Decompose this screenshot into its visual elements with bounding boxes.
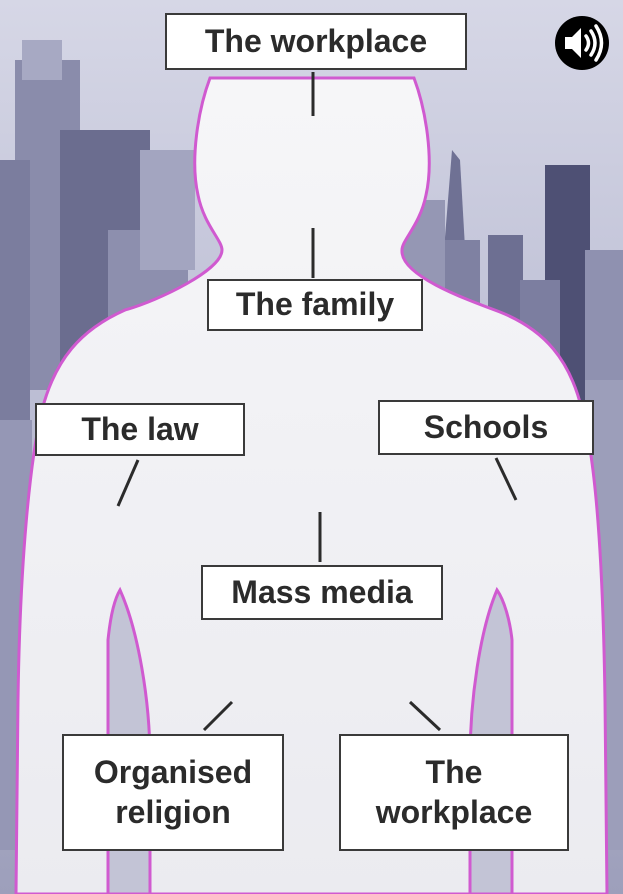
connector-lines: [116, 72, 518, 732]
label-schools: Schools: [378, 400, 594, 455]
label-organised-religion: Organised religion: [62, 734, 284, 851]
building: [22, 40, 62, 80]
label-law: The law: [35, 403, 245, 456]
building: [140, 150, 195, 270]
label-text: The family: [235, 286, 395, 323]
label-workplace-bottom: The workplace: [339, 734, 569, 851]
label-text: The law: [81, 410, 199, 447]
body-silhouette: [14, 76, 609, 894]
label-text: Mass media: [231, 573, 413, 610]
label-text-line2: workplace: [375, 793, 533, 830]
label-workplace-top: The workplace: [165, 13, 467, 70]
speaker-icon[interactable]: [553, 14, 611, 72]
connector-line: [408, 700, 442, 732]
connector-line: [116, 459, 140, 507]
label-text: Schools: [423, 408, 549, 445]
connector-line: [202, 700, 234, 732]
label-text: The workplace: [204, 22, 428, 59]
label-text-line2: religion: [115, 793, 231, 830]
label-text-line1: Organised: [93, 754, 253, 791]
label-text-line1: The: [425, 754, 483, 791]
label-mass-media: Mass media: [201, 565, 443, 620]
connector-line: [494, 457, 518, 501]
building: [0, 160, 30, 420]
label-family: The family: [207, 279, 423, 331]
speaker-icon-graphic: [555, 16, 609, 70]
